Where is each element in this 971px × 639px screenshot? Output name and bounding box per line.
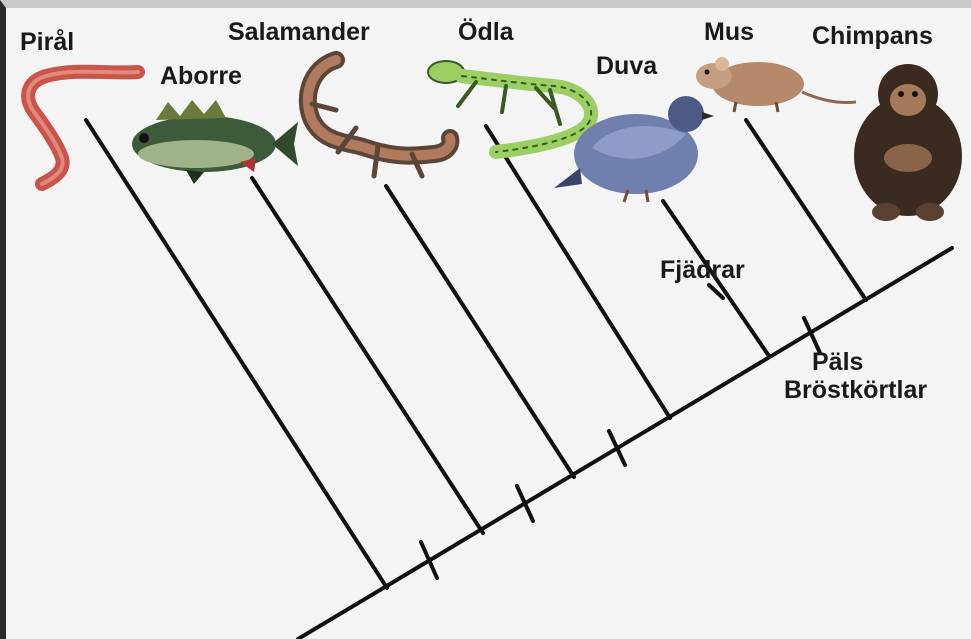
label-duva: Duva (596, 52, 658, 80)
branch-mus (746, 120, 866, 300)
perch-icon (132, 100, 298, 184)
trait-tick-3 (609, 431, 625, 465)
label-brostkortlar: Bröstkörtlar (784, 376, 927, 404)
label-piral: Pirål (20, 28, 74, 56)
pigeon-icon (554, 96, 714, 202)
branch-salamander (386, 186, 574, 477)
label-salamander: Salamander (228, 18, 370, 46)
trait-tick-2 (517, 486, 533, 521)
label-fjadrar: Fjädrar (660, 256, 745, 284)
chimpanzee-icon (854, 64, 962, 221)
label-chimpans: Chimpans (812, 22, 933, 50)
label-pals: Päls (812, 348, 863, 376)
tree-backbone (298, 248, 952, 639)
label-aborre: Aborre (160, 62, 242, 90)
cladogram-svg: Pirål Aborre Salamander Ödla Duva Mus Ch… (6, 8, 971, 639)
label-odla: Ödla (458, 17, 515, 46)
branch-aborre (252, 178, 483, 533)
branch-piral (86, 120, 387, 588)
trait-tick-1 (421, 542, 437, 578)
eel-icon (28, 72, 138, 184)
mouse-icon (696, 57, 856, 112)
label-mus: Mus (704, 18, 754, 46)
